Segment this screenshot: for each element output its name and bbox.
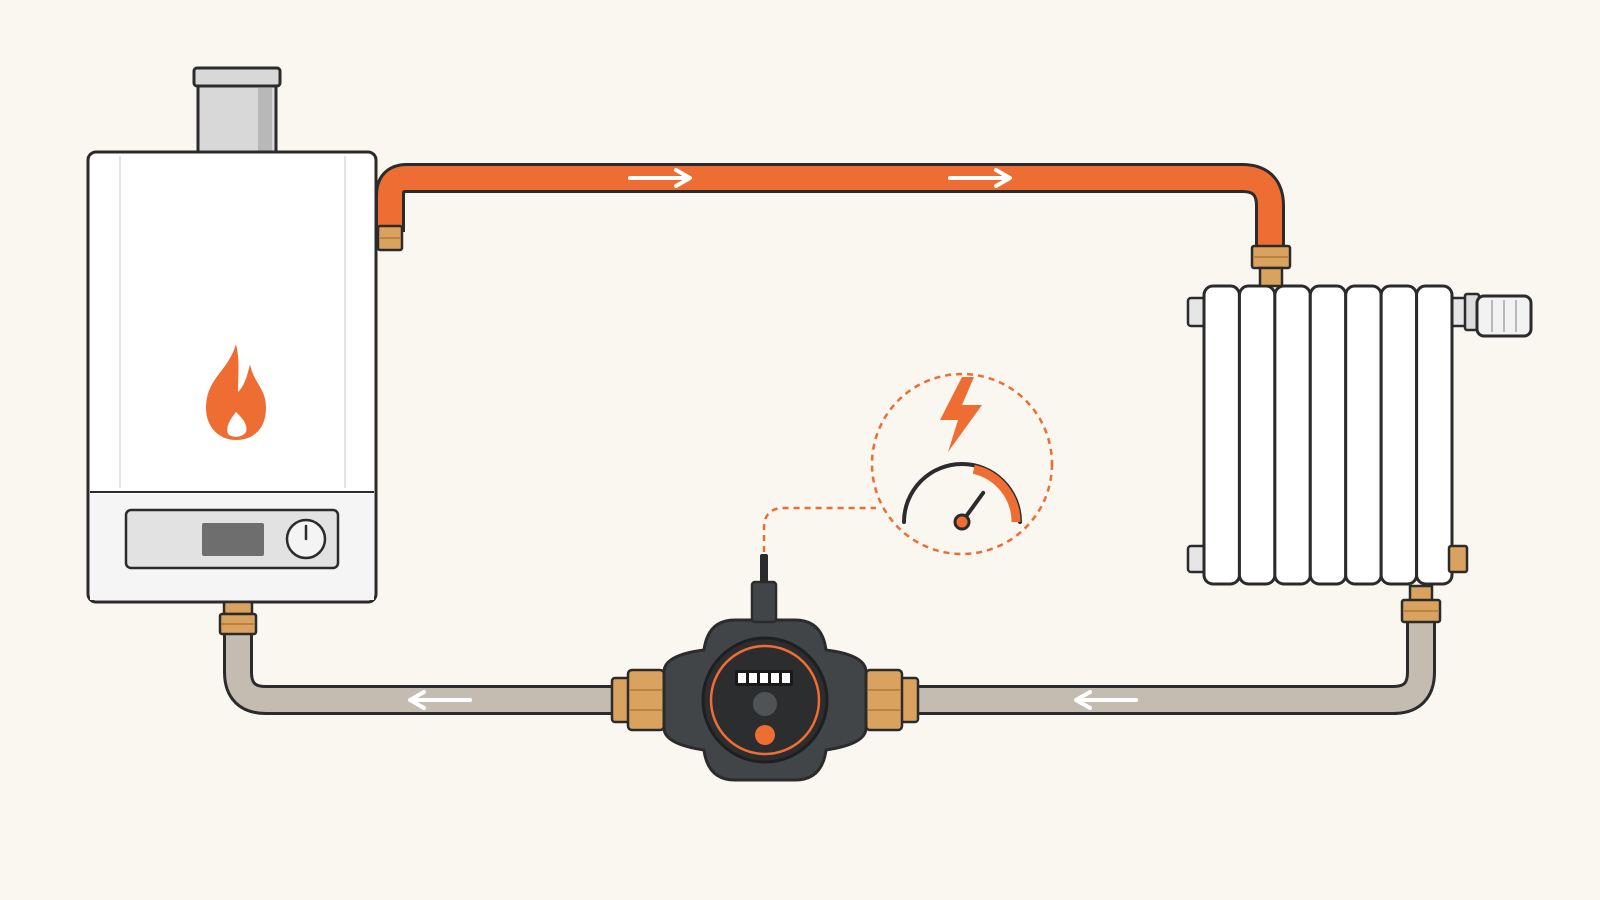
pump-inlet-union — [610, 668, 666, 732]
boiler-temperature-knob[interactable] — [285, 518, 327, 560]
flame-icon — [206, 344, 266, 440]
thermostatic-valve-icon[interactable] — [1463, 292, 1533, 338]
circulation-pump — [610, 554, 920, 782]
pump-indicator-light — [755, 725, 775, 745]
boiler-flow-fitting — [376, 224, 404, 252]
radiator — [1186, 284, 1533, 586]
return-arrow-icon-2 — [1074, 690, 1138, 710]
flow-arrow-icon-1 — [628, 168, 692, 188]
speed-gauge-icon — [902, 462, 1022, 531]
boiler — [86, 66, 378, 604]
radiator-section — [1308, 284, 1348, 586]
boiler-flue — [192, 66, 282, 156]
pump-led-display — [735, 670, 793, 686]
radiator-section — [1344, 284, 1383, 586]
boiler-return-fitting — [218, 600, 258, 636]
pump-outlet-union — [864, 668, 920, 732]
pump-energy-callout — [762, 372, 1054, 556]
return-arrow-icon-1 — [408, 690, 472, 710]
radiator-sections — [1202, 284, 1454, 586]
radiator-section — [1202, 284, 1241, 586]
radiator-section — [1379, 284, 1419, 586]
radiator-flow-fitting — [1250, 244, 1292, 288]
radiator-return-fitting — [1400, 544, 1469, 624]
flow-arrow-icon-2 — [948, 168, 1012, 188]
radiator-section — [1237, 284, 1277, 586]
lightning-bolt-icon — [940, 377, 982, 452]
pump-mode-button[interactable] — [753, 692, 777, 716]
boiler-display — [202, 523, 264, 556]
boiler-control-panel — [124, 508, 340, 570]
radiator-section — [1273, 284, 1312, 586]
flow-pipe — [375, 163, 1285, 250]
radiator-section — [1415, 284, 1454, 586]
